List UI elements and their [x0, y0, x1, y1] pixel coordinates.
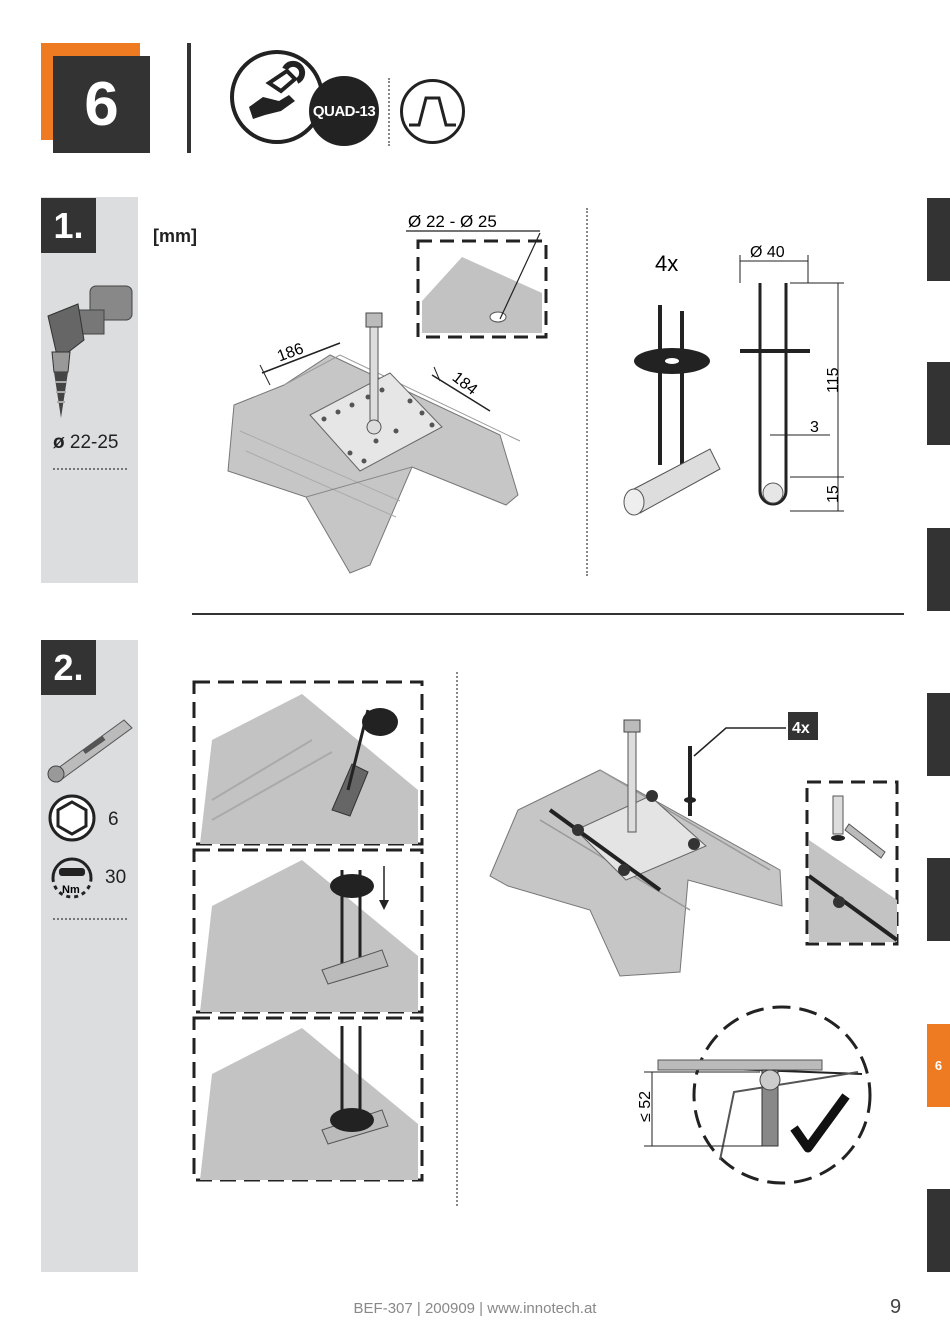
max-depth-label: ≤ 52 — [637, 1091, 654, 1122]
screw-detail-illustration — [805, 780, 899, 946]
page-number: 9 — [890, 1296, 902, 1318]
section-2-number: 2. — [41, 640, 96, 695]
drill-diameter-label: ø 22-25 — [53, 432, 119, 453]
torque-icon: Nm — [51, 857, 93, 899]
screw-depth-check-illustration: ≤ 52 — [637, 1005, 872, 1185]
unit-label: [mm] — [153, 226, 197, 246]
plate-fastening-illustration: 4x — [489, 712, 818, 977]
torque-value-label: 30 — [105, 867, 127, 888]
bolt-quantity-label: 4x — [655, 251, 678, 276]
cordless-drill-icon — [47, 285, 133, 418]
hole-diameter-label: Ø 22 - Ø 25 — [408, 212, 497, 231]
quad-13-badge: QUAD-13 — [309, 76, 379, 146]
header-divider — [187, 43, 191, 153]
base-plate-drilling-illustration: 186 184 Ø 22 - Ø 25 — [227, 212, 548, 574]
trapezoid-profile-icon — [400, 79, 465, 144]
chapter-tab-2[interactable] — [927, 362, 950, 445]
diameter-icon: ø — [53, 432, 65, 453]
chapter-tab-3[interactable] — [927, 528, 950, 611]
hex-socket-icon — [48, 794, 96, 842]
section-separator — [192, 613, 904, 615]
sequence-panel-1 — [192, 680, 424, 846]
chapter-tab-7[interactable] — [927, 1189, 950, 1272]
torque-wrench-icon — [47, 719, 133, 783]
sequence-panel-2 — [192, 848, 424, 1014]
footer-text: BEF-307 | 200909 | www.innotech.at — [353, 1300, 597, 1317]
section-1-dotted-divider — [586, 208, 588, 576]
chapter-tab-1[interactable] — [927, 198, 950, 281]
chapter-tab-4[interactable] — [927, 693, 950, 776]
checkmark-icon — [790, 1093, 850, 1153]
bolt-diameter-label: Ø 40 — [750, 244, 785, 261]
step-number: 6 — [53, 56, 150, 153]
chapter-tab-active[interactable]: 6 — [927, 1024, 950, 1107]
anchor-bolt-illustration: 4x Ø 40 115 15 3 — [623, 244, 844, 516]
bolt-insertion-sequence — [192, 680, 424, 1182]
bolt-height-label: 115 — [825, 367, 842, 393]
dim-depth-label: 184 — [449, 369, 481, 399]
section-2-dotted-divider — [456, 672, 458, 1206]
sequence-panel-3 — [192, 1016, 424, 1182]
screw-quantity-label: 4x — [792, 720, 810, 737]
sidebar-1-dots — [53, 468, 127, 470]
bolt-base-label: 15 — [825, 485, 842, 503]
sidebar-2-dots — [53, 918, 127, 920]
bolt-gap-label: 3 — [810, 419, 819, 436]
dim-width-label: 186 — [275, 340, 306, 365]
section-1-number: 1. — [41, 198, 96, 253]
header-dotted-divider — [388, 78, 390, 146]
hex-size-label: 6 — [108, 809, 119, 830]
torque-unit-label: Nm — [62, 884, 80, 896]
chapter-tab-5[interactable] — [927, 858, 950, 941]
